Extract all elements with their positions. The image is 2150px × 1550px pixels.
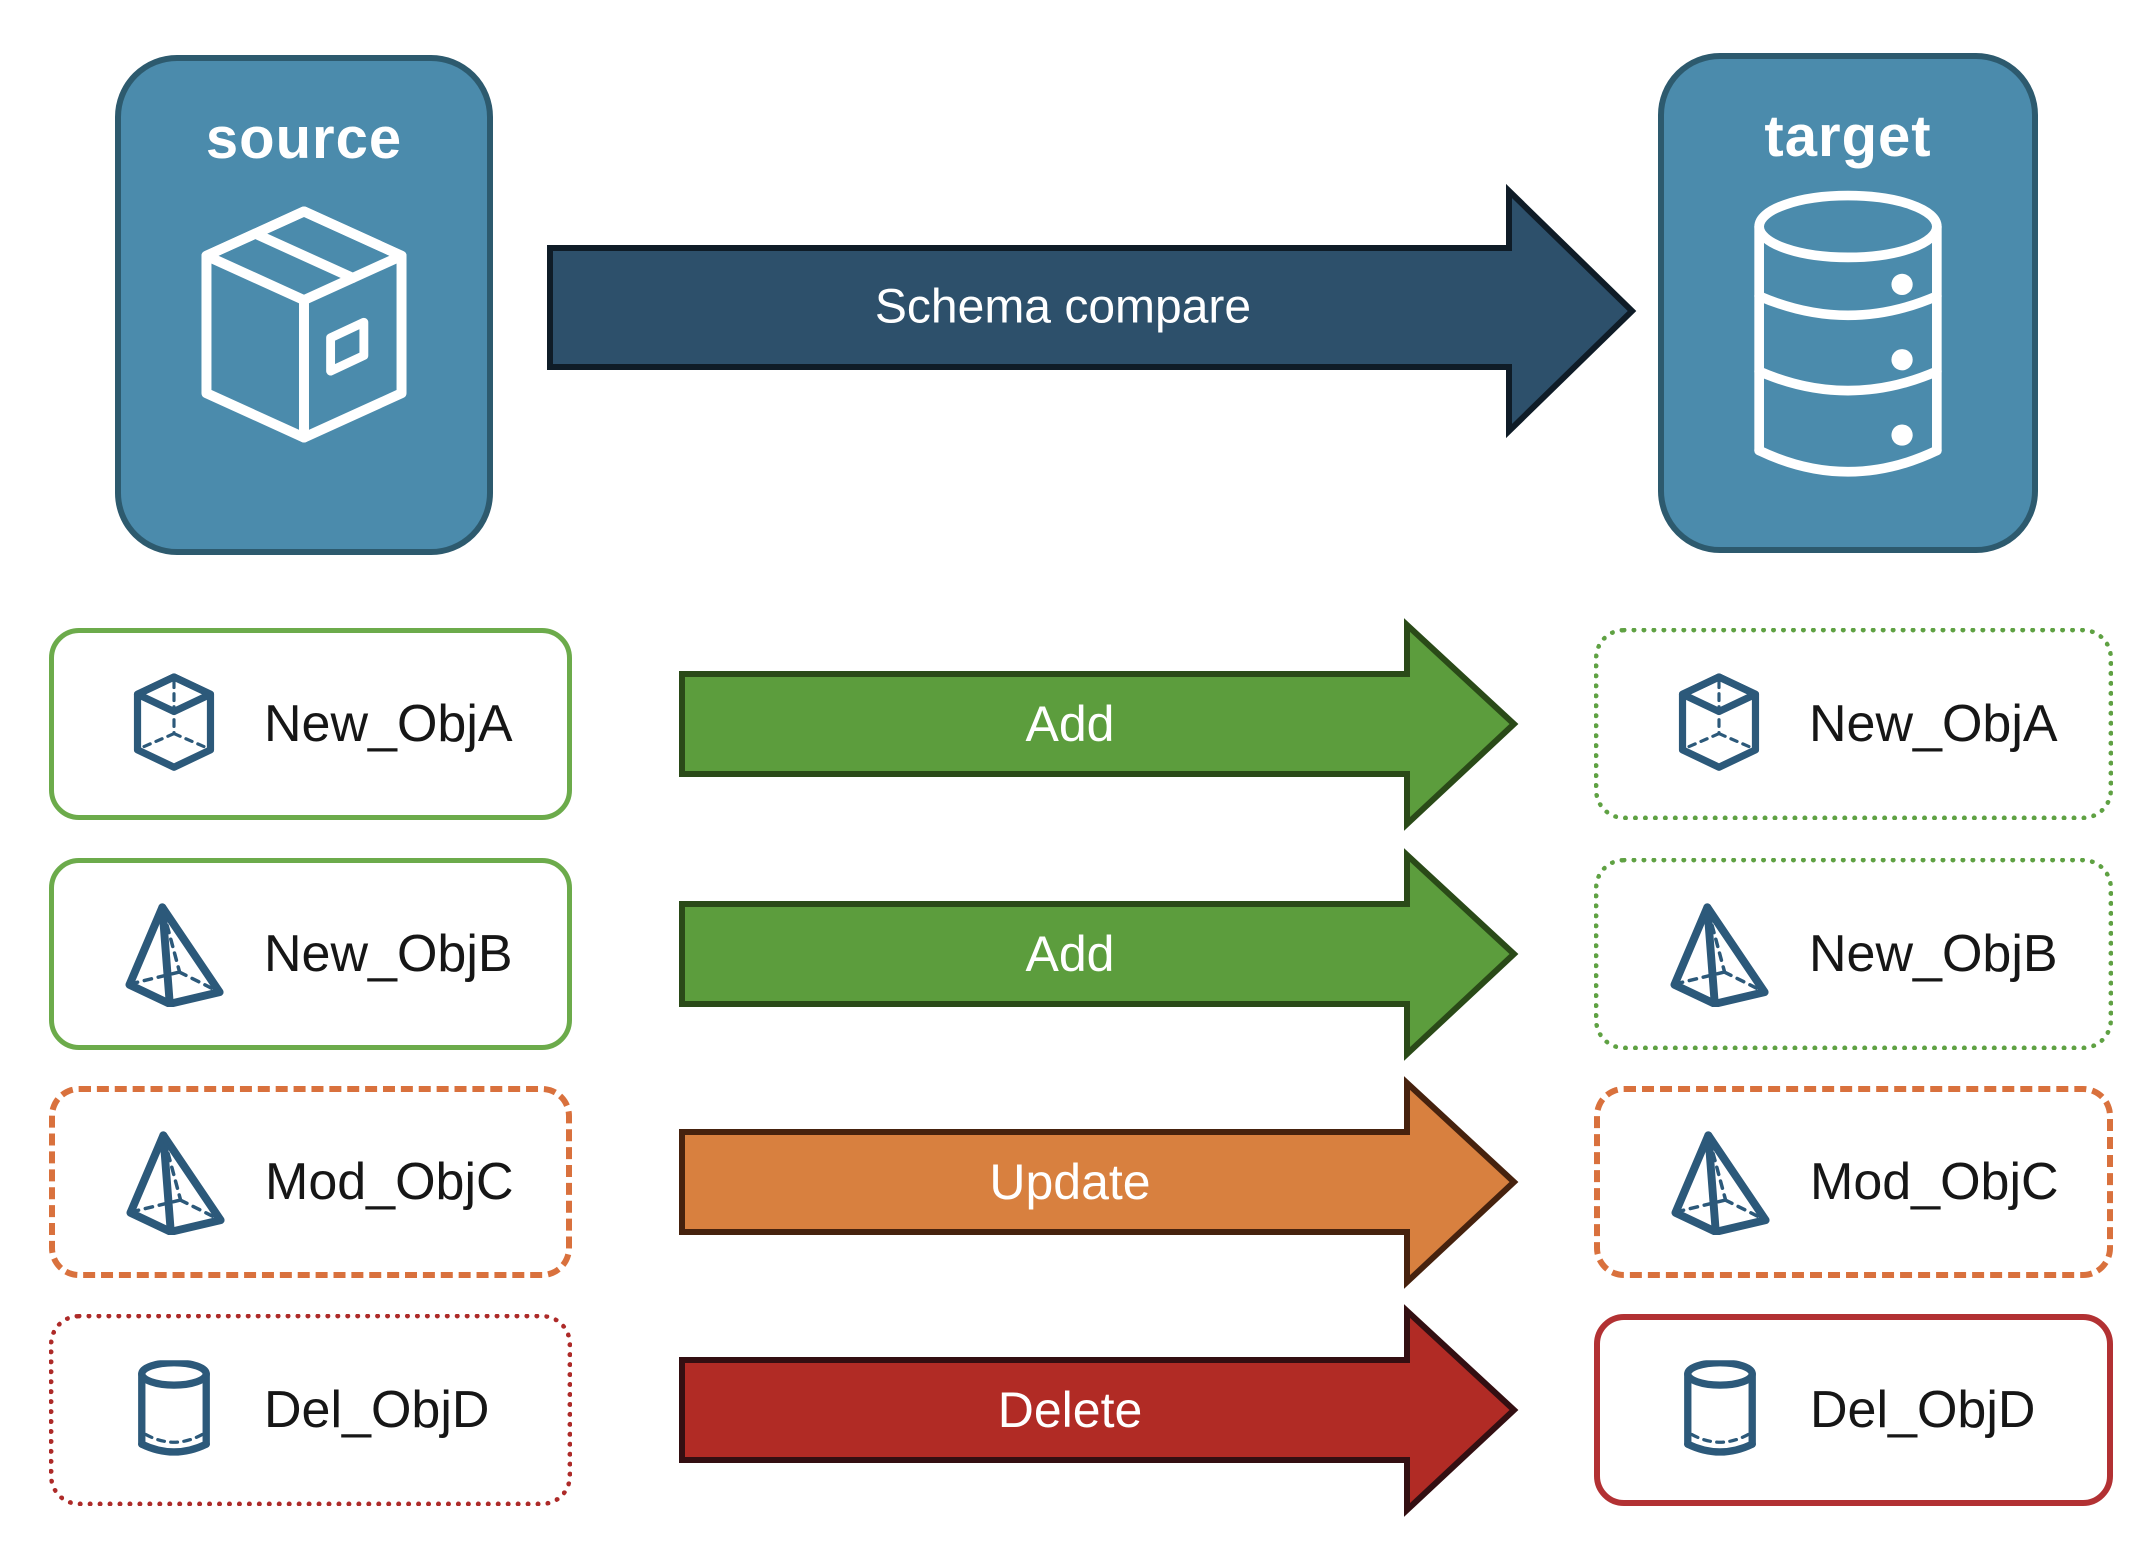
delete-arrow-objd: Delete <box>679 1304 1519 1517</box>
target-object-mod-objc: Mod_ObjC <box>1594 1086 2113 1278</box>
source-node-label: source <box>205 106 403 171</box>
pyramid-icon <box>1664 1129 1776 1235</box>
add-arrow-shape <box>679 848 1519 1061</box>
target-object-new-objb: New_ObjB <box>1594 858 2113 1050</box>
object-name-label: New_ObjA <box>1809 695 2058 753</box>
action-arrow-label: Add <box>1025 926 1115 982</box>
package-icon <box>201 206 407 443</box>
object-name-label: New_ObjB <box>1809 925 2058 983</box>
object-name-label: Del_ObjD <box>264 1381 490 1439</box>
delete-arrow-shape <box>679 1304 1519 1517</box>
action-arrow-label: Update <box>989 1154 1151 1210</box>
source-object-new-obja: New_ObjA <box>49 628 572 820</box>
add-arrow-obja: Add <box>679 618 1519 831</box>
add-arrow-shape <box>679 618 1519 831</box>
pyramid-icon <box>118 901 230 1007</box>
target-node-label: target <box>1764 104 1932 169</box>
object-name-label: Mod_ObjC <box>265 1153 514 1211</box>
object-name-label: New_ObjB <box>264 925 513 983</box>
schema-compare-arrow-label: Schema compare <box>874 280 1252 334</box>
source-object-mod-objc: Mod_ObjC <box>49 1086 572 1278</box>
target-object-new-obja: New_ObjA <box>1594 628 2113 820</box>
cylinder-icon <box>1664 1360 1776 1460</box>
database-icon <box>1754 190 1942 477</box>
schema-compare-arrow-shape <box>547 183 1637 439</box>
cube-icon <box>118 672 230 776</box>
target-object-del-objd: Del_ObjD <box>1594 1314 2113 1506</box>
update-arrow-shape <box>679 1076 1519 1289</box>
action-arrow-label: Delete <box>997 1382 1143 1438</box>
action-arrow-label: Add <box>1025 696 1115 752</box>
update-arrow-objc: Update <box>679 1076 1519 1289</box>
add-arrow-objb: Add <box>679 848 1519 1061</box>
source-object-del-objd: Del_ObjD <box>49 1314 572 1506</box>
target-node: target <box>1658 53 2038 553</box>
cylinder-icon <box>118 1360 230 1460</box>
source-object-new-objb: New_ObjB <box>49 858 572 1050</box>
object-name-label: Mod_ObjC <box>1810 1153 2059 1211</box>
cube-icon <box>1663 672 1775 776</box>
source-node: source <box>115 55 493 555</box>
object-name-label: New_ObjA <box>264 695 513 753</box>
pyramid-icon <box>119 1129 231 1235</box>
pyramid-icon <box>1663 901 1775 1007</box>
object-name-label: Del_ObjD <box>1810 1381 2036 1439</box>
schema-compare-arrow: Schema compare <box>546 183 1637 439</box>
